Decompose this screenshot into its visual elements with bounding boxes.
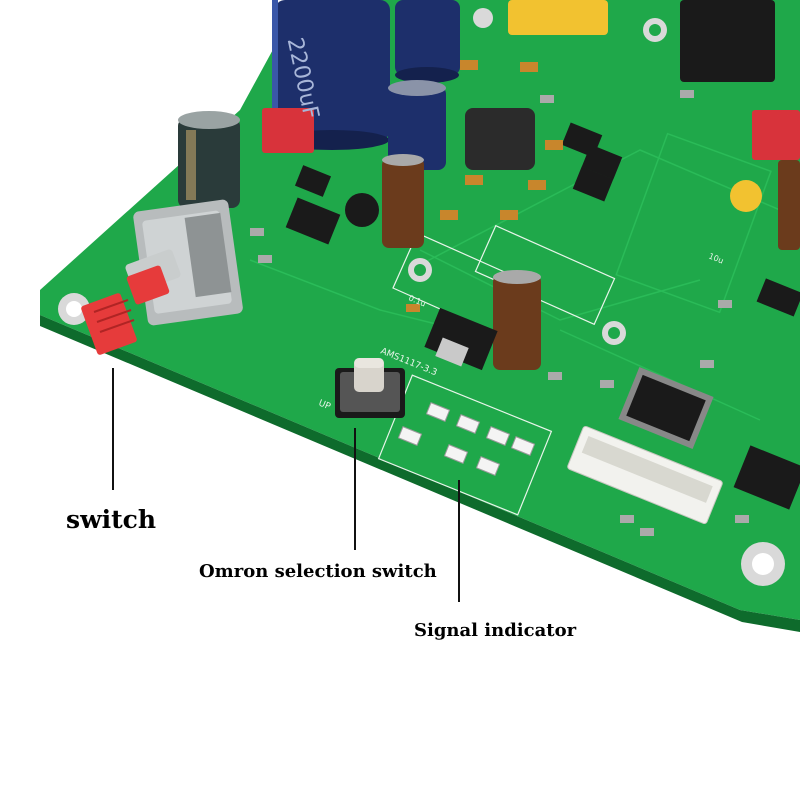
smd-passives	[250, 60, 749, 536]
smd-chips	[285, 122, 800, 510]
mounting-holes	[58, 8, 785, 586]
black-round-component	[345, 193, 379, 227]
capacitor-blue-mid	[388, 80, 446, 170]
omron-tactile-switch	[335, 358, 405, 418]
button-up-text: UP	[317, 399, 332, 413]
qfp-chip	[618, 367, 714, 449]
black-box	[680, 0, 775, 82]
film-capacitor-red-2	[752, 110, 800, 160]
mounting-hole-top-2	[473, 8, 493, 28]
switch-leader-line	[112, 368, 114, 490]
yellow-component	[508, 0, 608, 35]
push-switch	[81, 199, 243, 355]
switch-label: switch	[66, 505, 157, 534]
capacitor-brown-2	[493, 270, 541, 370]
inductor	[465, 108, 535, 170]
capacitor-left	[178, 111, 240, 208]
capacitor-large-2	[395, 0, 460, 83]
capacitor-brown-1	[382, 154, 424, 248]
omron-leader-line	[354, 428, 356, 550]
signal-leader-line	[458, 480, 460, 602]
signal-indicator-label: Signal indicator	[414, 620, 577, 641]
yellow-cap-small	[730, 180, 762, 212]
regulator-ams1117	[424, 307, 498, 371]
omron-selection-switch-label: Omron selection switch	[199, 561, 437, 582]
film-capacitor-red-1	[262, 108, 314, 153]
white-connector	[567, 425, 723, 525]
signal-indicator-leds	[397, 402, 536, 476]
capacitor-brown-3	[778, 160, 800, 250]
